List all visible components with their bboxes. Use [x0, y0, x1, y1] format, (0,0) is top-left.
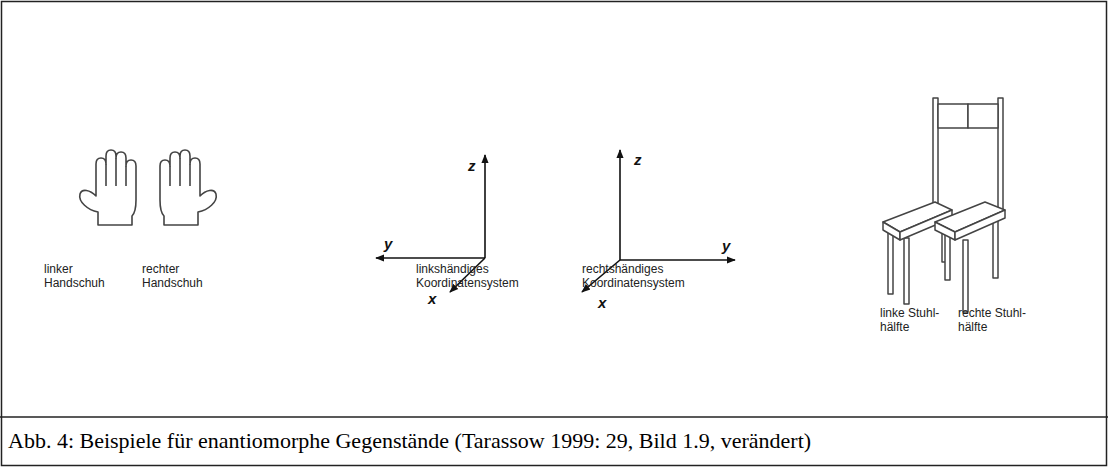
object-label: linkshändiges Koordinatensystem — [416, 262, 538, 290]
axis-letter: x — [598, 295, 606, 311]
right-glove — [160, 150, 216, 225]
axis-letter: z — [634, 152, 642, 168]
figure-caption: Abb. 4: Beispiele für enantiomorphe Gege… — [8, 428, 811, 454]
right-handed-axes — [582, 150, 735, 292]
axis-letter: z — [468, 158, 476, 174]
object-label: rechte Stuhl- hälfte — [958, 306, 1038, 334]
axis-letter: y — [722, 238, 730, 254]
object-label: linke Stuhl- hälfte — [880, 306, 952, 334]
axis-letter: x — [428, 291, 436, 307]
caption-rule — [0, 416, 1108, 418]
axis-letter: y — [384, 236, 392, 252]
object-label: rechtshändiges Koordinatensystem — [582, 262, 704, 290]
object-label: linker Handschuh — [44, 262, 122, 290]
left-glove — [80, 150, 136, 225]
left-chair-half — [883, 98, 968, 304]
object-label: rechter Handschuh — [142, 262, 220, 290]
right-chair-half — [935, 98, 1005, 312]
